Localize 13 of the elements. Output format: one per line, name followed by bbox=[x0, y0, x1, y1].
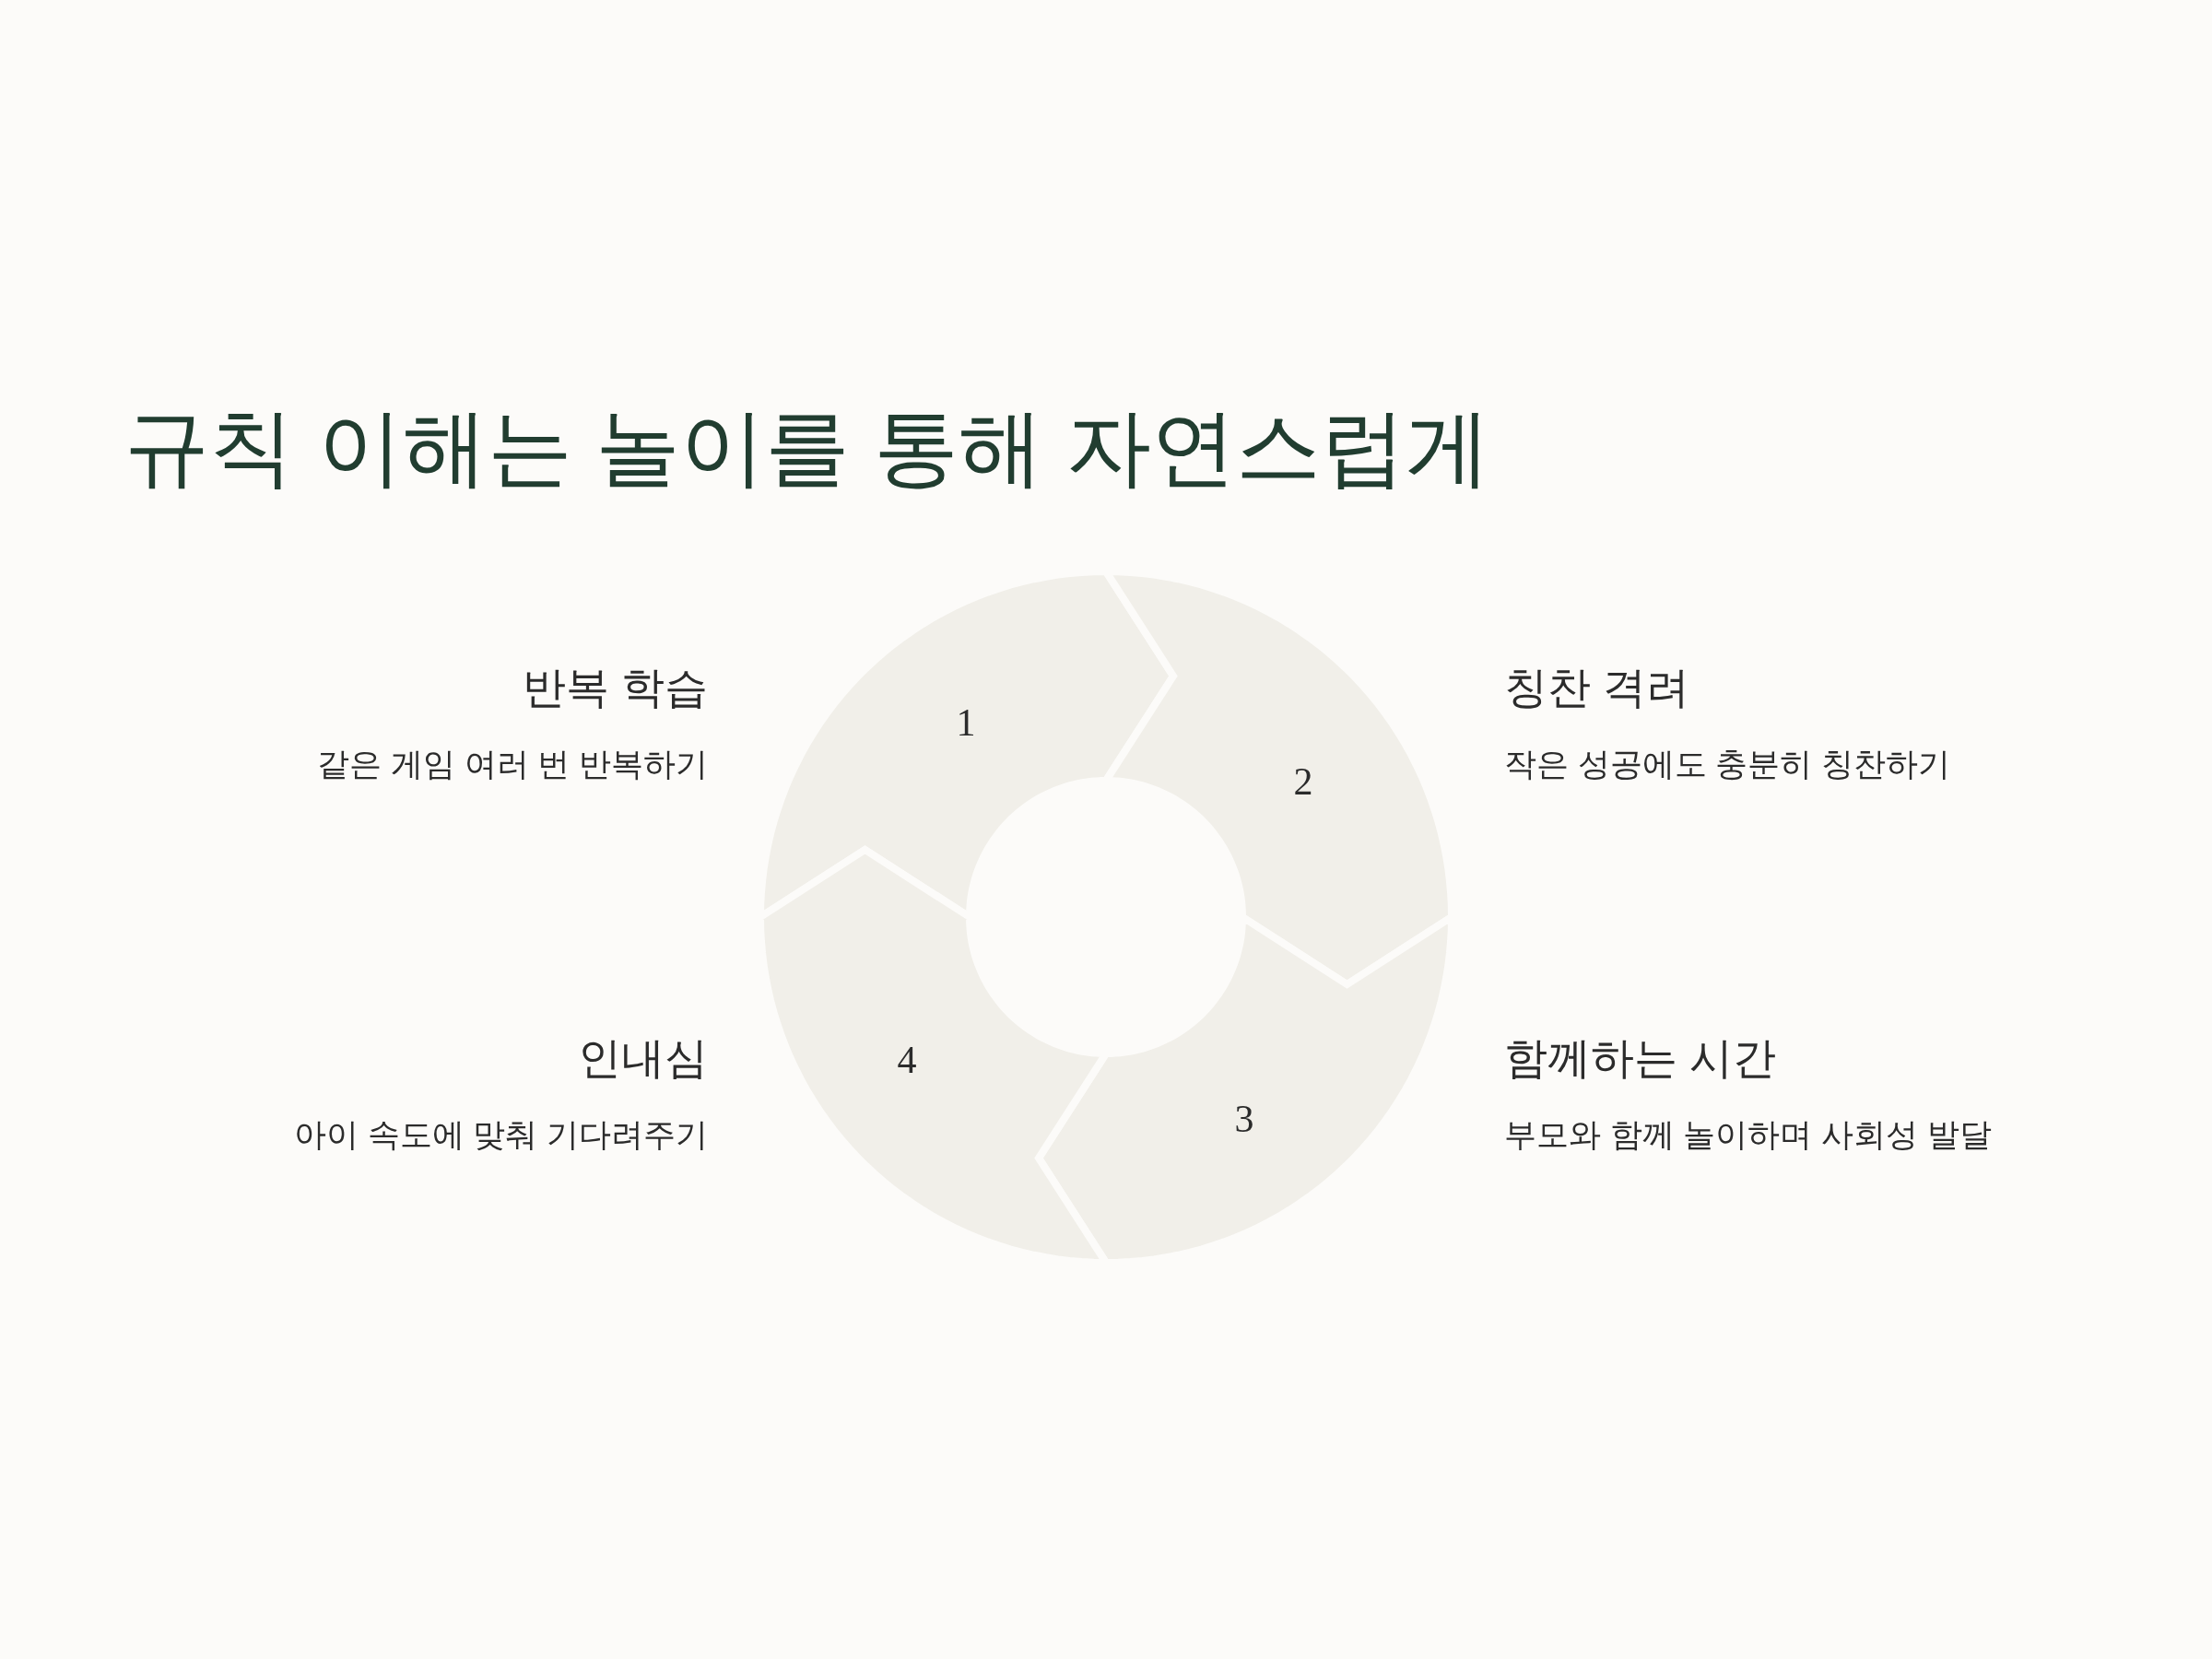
step-number: 3 bbox=[1234, 1100, 1254, 1138]
step-number: 4 bbox=[897, 1041, 917, 1079]
step-number: 1 bbox=[956, 703, 976, 742]
step-description: 작은 성공에도 충분히 칭찬하기 bbox=[1504, 745, 1951, 783]
step-description: 아이 속도에 맞춰 기다려주기 bbox=[293, 1115, 708, 1154]
step-description: 부모와 함께 놀이하며 사회성 발달 bbox=[1504, 1115, 1992, 1154]
step-heading: 반복 학습 bbox=[522, 662, 708, 713]
step-heading: 함께하는 시간 bbox=[1504, 1032, 1777, 1084]
step-heading: 칭찬 격려 bbox=[1504, 662, 1690, 713]
step-number: 2 bbox=[1293, 762, 1313, 801]
step-description: 같은 게임 여러 번 반복하기 bbox=[317, 745, 708, 783]
step-heading: 인내심 bbox=[578, 1032, 708, 1084]
title: 규칙 이해는 놀이를 통해 자연스럽게 bbox=[124, 399, 1491, 496]
